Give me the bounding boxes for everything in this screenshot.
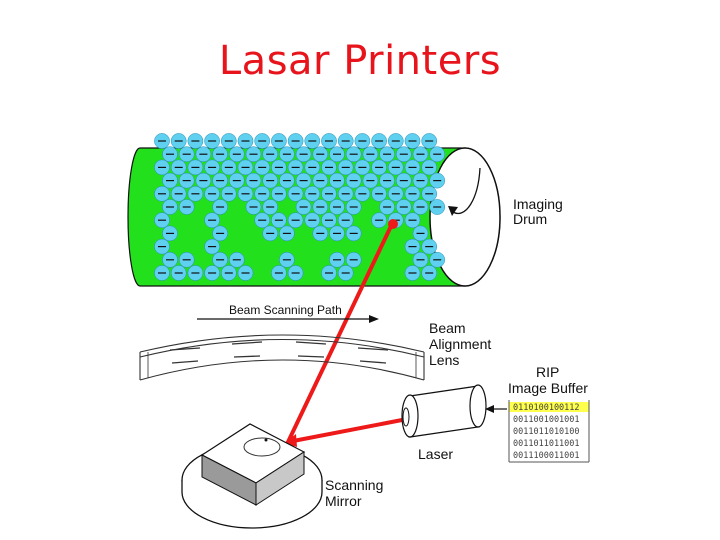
drum-rotation-arrow [452,167,481,215]
label-scanning: Scanning [325,477,383,493]
label-lens: Lens [429,352,459,368]
buffer-row-3: 0011011010100 [513,427,580,437]
buffer-row-1: 0110100100112 [513,403,580,413]
label-laser: Laser [418,446,453,462]
toner-particles [154,133,446,281]
drum-end-face [429,147,501,287]
label-rip: RIP [536,364,559,380]
label-beam: Beam [429,320,466,336]
label-beam-scanning-path: Beam Scanning Path [229,303,342,317]
buffer-row-2: 0011001001001 [513,415,580,425]
label-drum: Drum [513,211,547,227]
label-imaging: Imaging [513,196,563,212]
scanning-mirror [181,423,323,529]
drum-rotation-arrowhead [448,206,458,216]
buffer-row-4: 0011011011001 [513,439,580,449]
buffer-to-laser-arrow [485,405,507,413]
label-image-buffer: Image Buffer [508,380,588,396]
beam-scanning-path-arrow [197,315,379,323]
laser-unit [401,384,487,438]
label-mirror: Mirror [325,493,362,509]
beam-alignment-lens [139,334,425,381]
beam-impact-point [388,219,398,229]
label-alignment: Alignment [429,336,491,352]
buffer-row-5: 0011100011001 [513,451,580,461]
rip-image-buffer: 0110100100112 0011001001001 001101101010… [508,400,590,463]
imaging-drum [127,133,501,287]
page-title: Lasar Printers [218,38,502,84]
